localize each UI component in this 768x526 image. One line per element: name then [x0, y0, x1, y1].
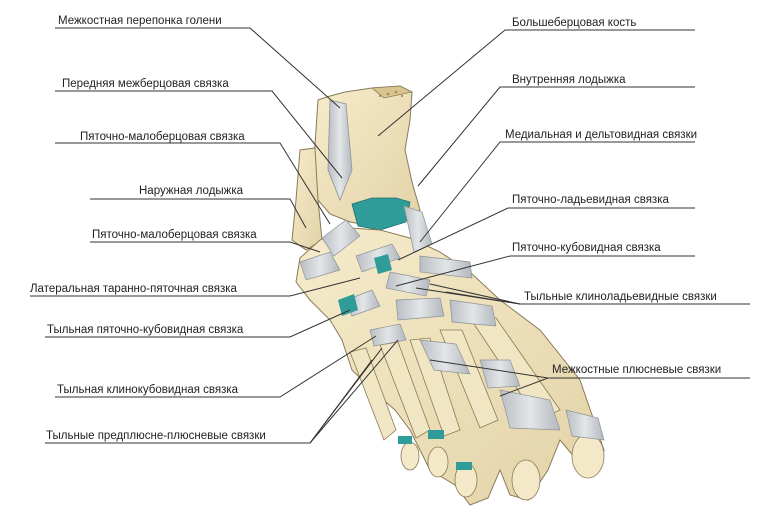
- label-dorsal-cuneonavicular-ligaments: Тыльные клиноладьевидные связки: [524, 291, 717, 303]
- label-interosseous-membrane: Межкостная перепонка голени: [58, 15, 222, 27]
- label-calcaneocuboid-ligament: Пяточно-кубовидная связка: [512, 242, 661, 254]
- label-interosseous-metatarsal-ligaments: Межкостные плюсневые связки: [552, 364, 722, 376]
- leader-lines-right: [377, 29, 750, 397]
- label-anterior-tibiofibular-ligament: Передняя межберцовая связка: [62, 78, 229, 90]
- interosseous-membrane: [327, 99, 353, 202]
- leader-lines-left: [30, 27, 399, 444]
- cuboid-cartilage: [374, 254, 392, 274]
- talus-cartilage: [351, 197, 411, 231]
- label-calcaneofibular-ligament-upper: Пяточно-малоберцовая связка: [80, 131, 245, 143]
- label-dorsal-tarsometatarsal-ligaments: Тыльные предплюсне-плюсневые связки: [46, 430, 266, 442]
- label-dorsal-cuneocuboid-ligament: Тыльная клинокубовидная связка: [57, 384, 239, 396]
- label-lateral-talocalcaneal-ligament: Латеральная таранно-пяточная связка: [30, 283, 237, 295]
- label-medial-deltoid-ligaments: Медиальная и дельтовидная связки: [505, 129, 698, 141]
- label-dorsal-calcaneocuboid-ligament: Тыльная пяточно-кубовидная связка: [47, 324, 244, 336]
- label-lateral-malleolus: Наружная лодыжка: [139, 185, 244, 197]
- calcaneus-cartilage: [338, 294, 358, 316]
- label-calcaneofibular-ligament-lower: Пяточно-малоберцовая связка: [92, 229, 257, 241]
- label-tibia: Большеберцовая кость: [512, 17, 637, 29]
- label-medial-malleolus: Внутренняя лодыжка: [512, 74, 626, 86]
- label-calcaneonavicular-ligament: Пяточно-ладьевидная связка: [512, 194, 669, 206]
